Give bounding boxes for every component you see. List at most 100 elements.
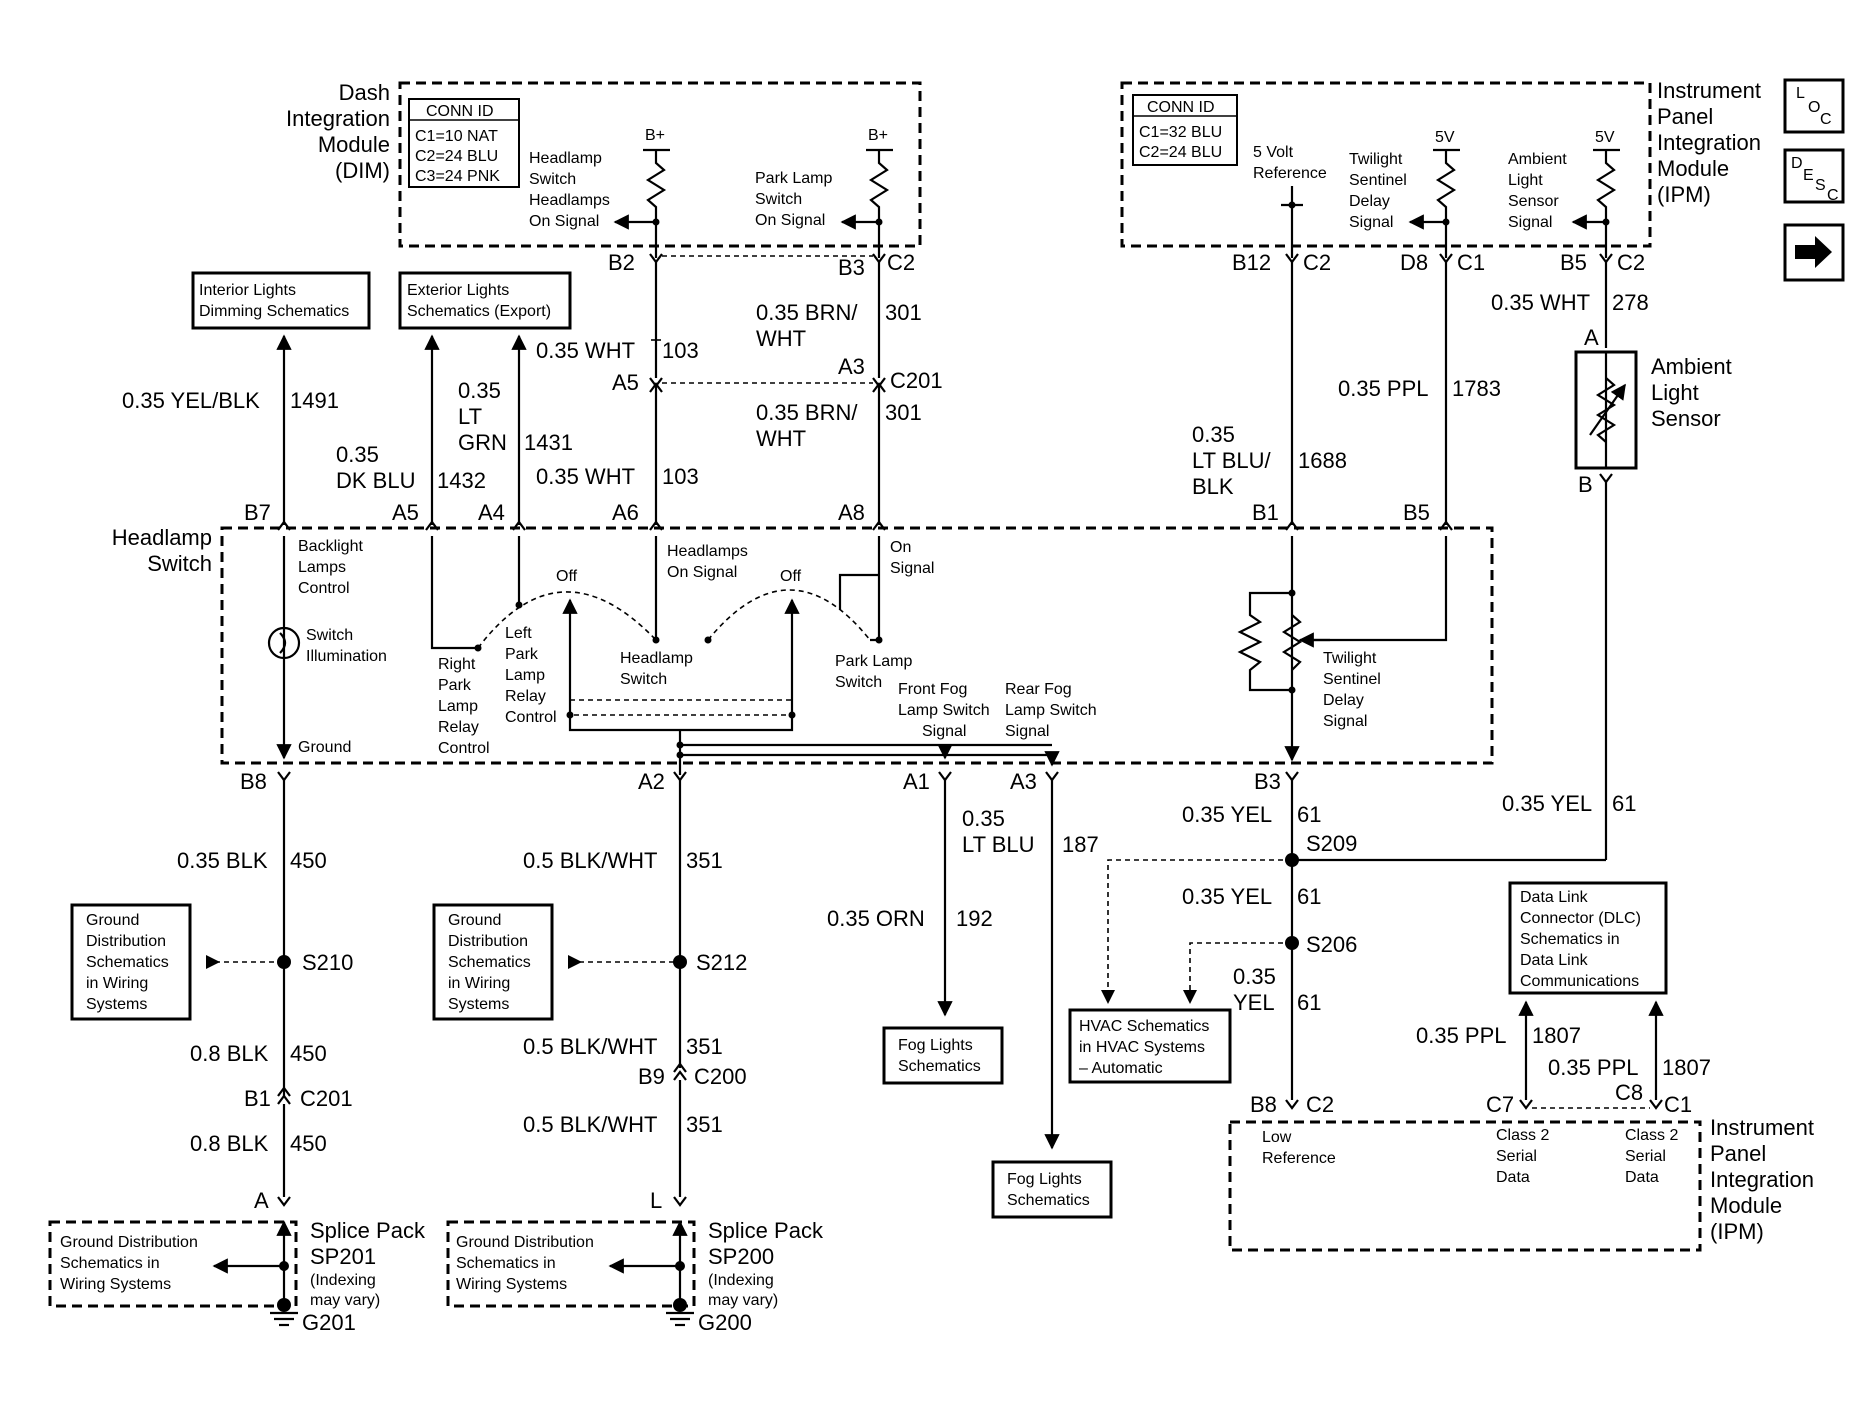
- svg-text:B2: B2: [608, 250, 635, 275]
- svg-text:450: 450: [290, 1041, 327, 1066]
- svg-text:A6: A6: [612, 500, 639, 525]
- svg-text:Headlamp: Headlamp: [529, 150, 602, 167]
- svg-text:Signal: Signal: [1508, 214, 1552, 231]
- svg-text:Ground Distribution: Ground Distribution: [60, 1234, 198, 1251]
- svg-text:L: L: [650, 1188, 662, 1213]
- loc-icon[interactable]: L O C: [1783, 78, 1845, 134]
- svg-text:Delay: Delay: [1323, 692, 1364, 709]
- svg-text:Data Link: Data Link: [1520, 952, 1589, 969]
- svg-text:Lamp Switch: Lamp Switch: [898, 702, 990, 719]
- svg-text:Module: Module: [1710, 1193, 1782, 1218]
- svg-text:Signal: Signal: [1005, 723, 1049, 740]
- svg-text:Integration: Integration: [1710, 1167, 1814, 1192]
- svg-text:Lamps: Lamps: [298, 559, 346, 576]
- exterior-lights-ref[interactable]: Exterior Lights Schematics (Export): [398, 271, 572, 330]
- svg-text:Left: Left: [505, 625, 532, 642]
- svg-text:WHT: WHT: [756, 326, 806, 351]
- svg-text:B12: B12: [1232, 250, 1271, 275]
- svg-text:Panel: Panel: [1657, 104, 1713, 129]
- svg-text:C1=32 BLU: C1=32 BLU: [1139, 124, 1222, 141]
- svg-text:Front Fog: Front Fog: [898, 681, 967, 698]
- svg-text:in Wiring: in Wiring: [448, 975, 510, 992]
- svg-text:B5: B5: [1560, 250, 1587, 275]
- svg-text:A4: A4: [478, 500, 505, 525]
- svg-text:C3=24 PNK: C3=24 PNK: [415, 168, 500, 185]
- dlc-ref-box[interactable]: Data Link Connector (DLC) Schematics in …: [1508, 881, 1668, 995]
- svg-text:Park: Park: [505, 646, 539, 663]
- svg-text:5V: 5V: [1595, 129, 1615, 146]
- svg-text:Schematics (Export): Schematics (Export): [407, 303, 551, 320]
- svg-text:Twilight: Twilight: [1349, 151, 1403, 168]
- svg-text:Ground: Ground: [86, 912, 139, 929]
- svg-text:Twilight: Twilight: [1323, 650, 1377, 667]
- svg-text:Panel: Panel: [1710, 1141, 1766, 1166]
- svg-text:Switch: Switch: [755, 191, 802, 208]
- svg-text:Data Link: Data Link: [1520, 889, 1589, 906]
- svg-text:Schematics: Schematics: [898, 1058, 981, 1075]
- dim-conn-id: CONN ID C1=10 NAT C2=24 BLU C3=24 PNK: [408, 98, 520, 188]
- svg-text:Systems: Systems: [448, 996, 509, 1013]
- svg-text:SP201: SP201: [310, 1244, 376, 1269]
- svg-text:B1: B1: [244, 1086, 271, 1111]
- desc-icon[interactable]: D E S C: [1783, 148, 1845, 204]
- svg-text:Switch: Switch: [620, 671, 667, 688]
- svg-text:Sensor: Sensor: [1651, 406, 1721, 431]
- svg-text:GRN: GRN: [458, 430, 507, 455]
- svg-text:61: 61: [1297, 990, 1321, 1015]
- svg-text:C200: C200: [694, 1064, 747, 1089]
- svg-text:Ground Distribution: Ground Distribution: [456, 1234, 594, 1251]
- svg-text:351: 351: [686, 1034, 723, 1059]
- svg-text:Switch: Switch: [147, 551, 212, 576]
- svg-text:Off: Off: [780, 568, 802, 585]
- svg-text:DK BLU: DK BLU: [336, 468, 415, 493]
- class2-wires: 0.35 PPL 1807 0.35 PPL 1807 C7 C8 C1: [1416, 1000, 1711, 1117]
- svg-text:C2: C2: [887, 250, 915, 275]
- ground-ref-box-1[interactable]: Ground Distribution Schematics in Wiring…: [70, 903, 192, 1021]
- fog-wires: 0.35 LT BLU 187 0.35 ORN 192: [827, 771, 1099, 1150]
- svg-text:Park Lamp: Park Lamp: [755, 170, 832, 187]
- svg-text:Ground: Ground: [298, 739, 351, 756]
- svg-text:C2: C2: [1303, 250, 1331, 275]
- interior-lights-ref[interactable]: Interior Lights Dimming Schematics: [191, 271, 371, 330]
- svg-text:0.35: 0.35: [1233, 964, 1276, 989]
- svg-text:0.35 YEL: 0.35 YEL: [1182, 802, 1272, 827]
- svg-text:C2=24 BLU: C2=24 BLU: [415, 148, 498, 165]
- svg-text:Switch: Switch: [306, 627, 353, 644]
- svg-text:A1: A1: [903, 769, 930, 794]
- ground-ref-box-2[interactable]: Ground Distribution Schematics in Wiring…: [432, 903, 554, 1021]
- svg-text:Splice Pack: Splice Pack: [708, 1218, 824, 1243]
- svg-text:Ground: Ground: [448, 912, 501, 929]
- svg-text:0.8 BLK: 0.8 BLK: [190, 1041, 269, 1066]
- svg-text:Reference: Reference: [1253, 165, 1327, 182]
- svg-text:0.35: 0.35: [1192, 422, 1235, 447]
- svg-text:C1: C1: [1664, 1092, 1692, 1117]
- svg-text:Reference: Reference: [1262, 1150, 1336, 1167]
- svg-text:WHT: WHT: [756, 426, 806, 451]
- next-arrow-icon[interactable]: [1783, 223, 1845, 282]
- splice-pack-sp201: A Ground Distribution Schematics in Wiri…: [48, 1188, 426, 1335]
- svg-text:Splice Pack: Splice Pack: [310, 1218, 426, 1243]
- svg-text:On: On: [890, 539, 911, 556]
- svg-text:C2: C2: [1306, 1092, 1334, 1117]
- svg-text:B3: B3: [838, 255, 865, 280]
- svg-text:301: 301: [885, 400, 922, 425]
- svg-text:Serial: Serial: [1496, 1148, 1537, 1165]
- svg-text:Class 2: Class 2: [1625, 1127, 1678, 1144]
- svg-text:On Signal: On Signal: [755, 212, 825, 229]
- svg-text:Fog Lights: Fog Lights: [1007, 1171, 1082, 1188]
- svg-text:B1: B1: [1252, 500, 1279, 525]
- svg-text:S206: S206: [1306, 932, 1357, 957]
- svg-text:Instrument: Instrument: [1710, 1115, 1814, 1140]
- fog-ref-box-1[interactable]: Fog Lights Schematics: [882, 1026, 1004, 1085]
- svg-text:Park Lamp: Park Lamp: [835, 653, 912, 670]
- svg-text:Connector (DLC): Connector (DLC): [1520, 910, 1641, 927]
- fog-ref-box-2[interactable]: Fog Lights Schematics: [991, 1160, 1113, 1219]
- svg-text:– Automatic: – Automatic: [1079, 1060, 1163, 1077]
- svg-text:Distribution: Distribution: [448, 933, 528, 950]
- svg-text:1807: 1807: [1662, 1055, 1711, 1080]
- svg-text:On Signal: On Signal: [667, 564, 737, 581]
- left-top-wires: 0.35 YEL/BLK 1491 0.35 DK BLU 1432 0.35 …: [122, 334, 573, 525]
- svg-text:450: 450: [290, 1131, 327, 1156]
- hvac-ref-box[interactable]: HVAC Schematics in HVAC Systems – Automa…: [1068, 1008, 1232, 1084]
- svg-text:1431: 1431: [524, 430, 573, 455]
